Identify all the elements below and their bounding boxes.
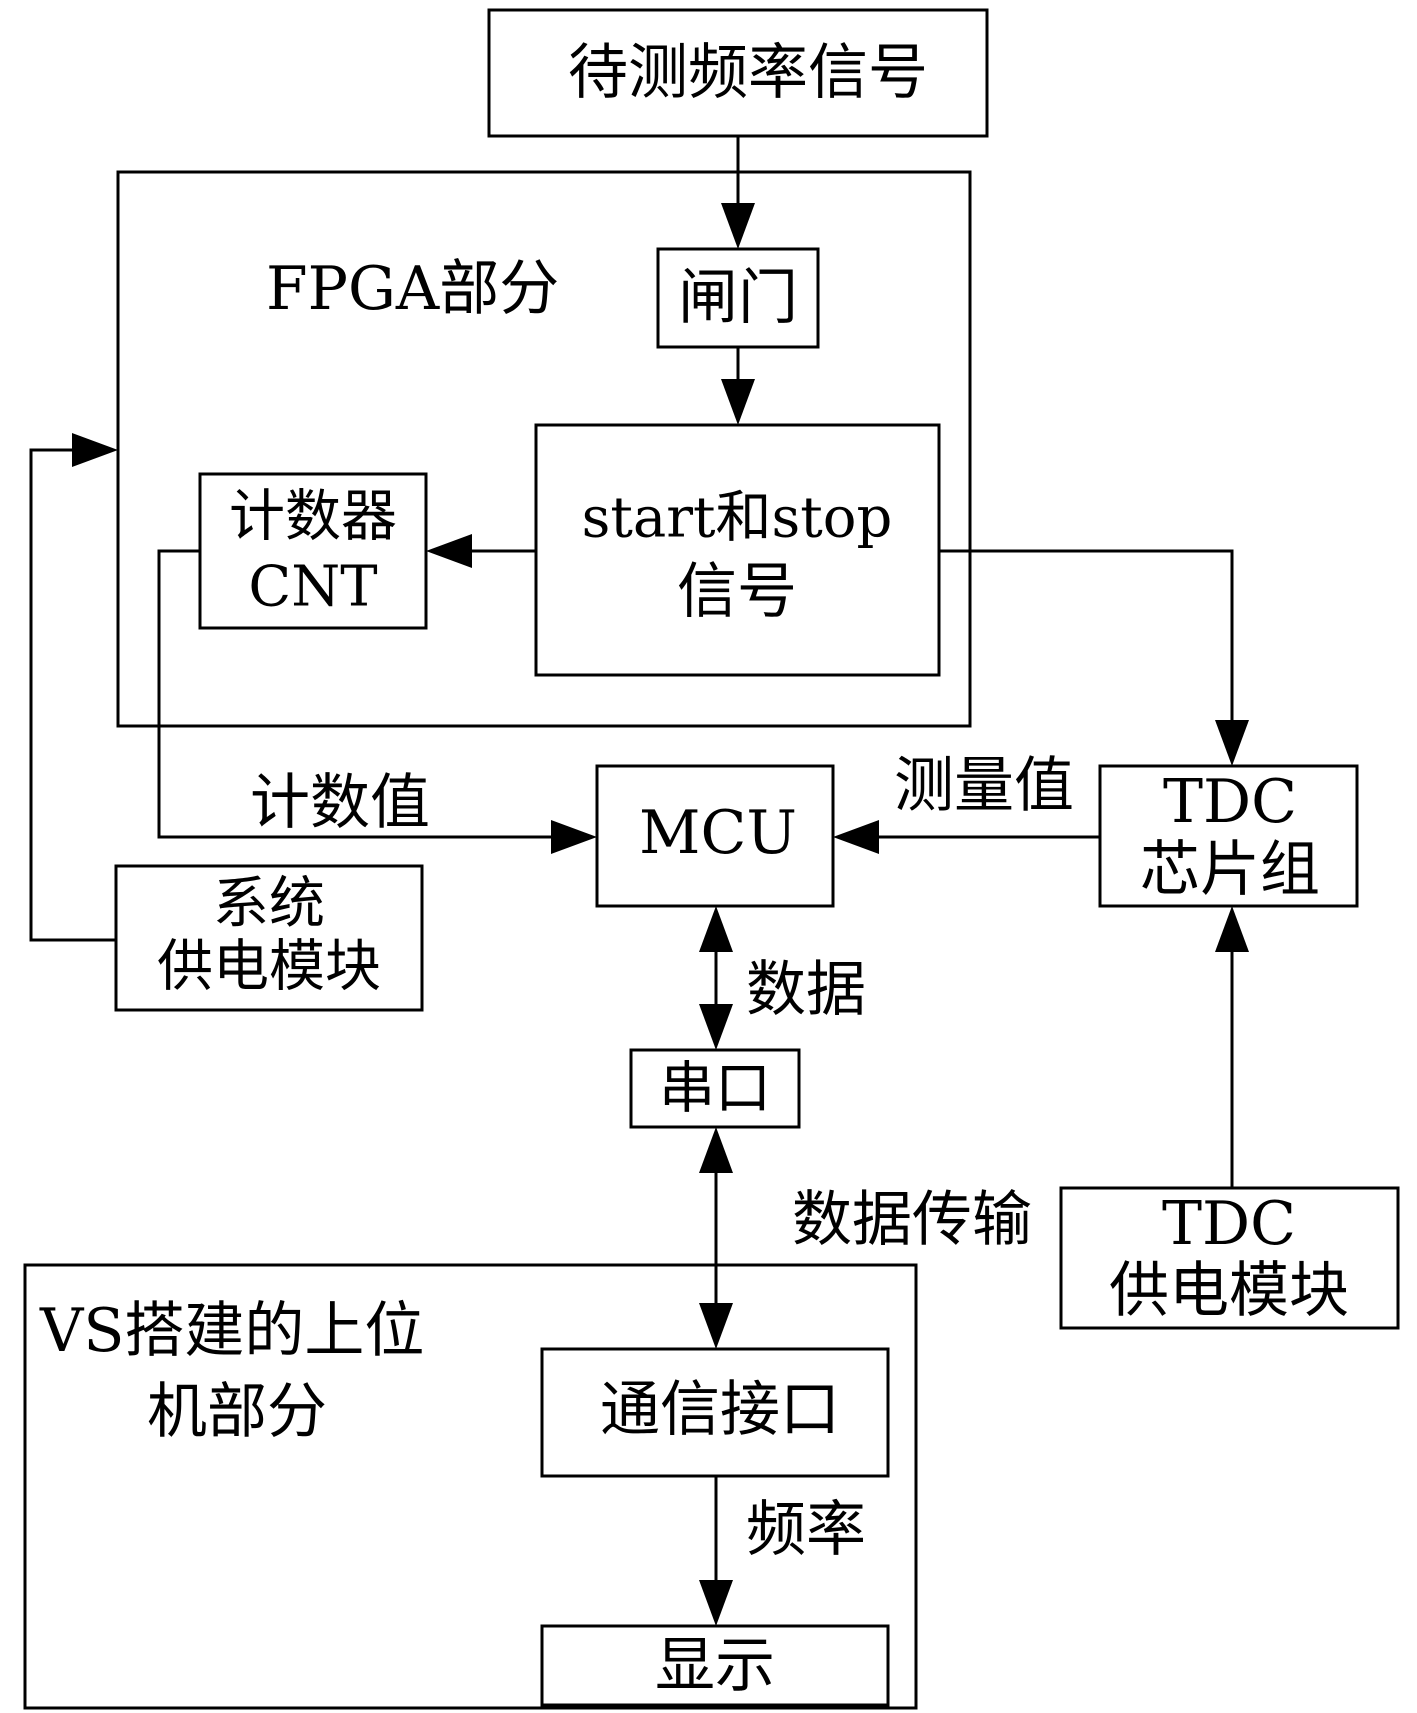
startstop-label-line2: 信号: [677, 557, 797, 627]
serial-label: 串口: [659, 1057, 771, 1122]
host-group-box: [23, 1263, 918, 1710]
sys-power-label-line2: 供电模块: [157, 935, 381, 1000]
comm-interface-label: 通信接口: [600, 1375, 840, 1445]
host-group-label-line2: 机部分: [147, 1377, 327, 1447]
gate-label: 闸门: [678, 263, 798, 333]
arrowhead-into-tdc-chip: [1215, 720, 1249, 766]
display-box: [540, 1624, 890, 1707]
data-label: 数据: [746, 955, 866, 1025]
arrowhead-down-into-serial: [699, 1004, 733, 1050]
measured-value-label: 测量值: [894, 751, 1074, 821]
syspower-to-fpga-line: [29, 448, 116, 942]
count-value-label: 计数值: [250, 768, 430, 838]
tdc-chip-label-line1: TDC: [1163, 767, 1297, 837]
counter-label-line1: 计数器: [229, 485, 397, 550]
arrowhead-down-into-comm: [699, 1303, 733, 1349]
serial-box: [629, 1048, 801, 1129]
startstop-to-tdc-line: [939, 549, 1234, 740]
arrowhead-measured-into-mcu: [833, 820, 879, 854]
arrowhead-into-fpga: [72, 433, 118, 467]
arrowhead-into-gate: [721, 203, 755, 249]
mcu-label: MCU: [639, 798, 797, 868]
tdc-power-label-line1: TDC: [1162, 1189, 1296, 1259]
counter-to-mcu-line: [157, 549, 570, 839]
arrowhead-up-into-tdc-chip: [1215, 906, 1249, 952]
arrowhead-into-startstop: [721, 379, 755, 425]
signal-label: 待测频率信号: [568, 38, 928, 108]
frequency-label: 频率: [746, 1495, 866, 1565]
sys-power-box: [114, 864, 424, 1012]
tdc-power-box: [1059, 1186, 1400, 1330]
fpga-group-box: [116, 170, 972, 728]
arrowhead-into-counter: [426, 534, 472, 568]
counter-label-line2: CNT: [248, 555, 377, 620]
arrowhead-into-display: [699, 1580, 733, 1626]
arrowhead-up-into-serial: [699, 1127, 733, 1173]
mcu-box: [595, 764, 835, 908]
startstop-label-line1: start和stop: [582, 486, 893, 551]
data-transfer-label: 数据传输: [792, 1185, 1032, 1255]
sys-power-label-line1: 系统: [213, 872, 325, 937]
arrowhead-count-into-mcu: [551, 820, 597, 854]
fpga-group-label: FPGA部分: [266, 254, 559, 324]
tdc-chip-label-line2: 芯片组: [1140, 835, 1320, 905]
display-label: 显示: [655, 1631, 775, 1701]
arrowhead-up-into-mcu: [699, 906, 733, 952]
tdc-power-label-line2: 供电模块: [1109, 1256, 1349, 1326]
host-group-label-line1: VS搭建的上位: [39, 1296, 424, 1366]
